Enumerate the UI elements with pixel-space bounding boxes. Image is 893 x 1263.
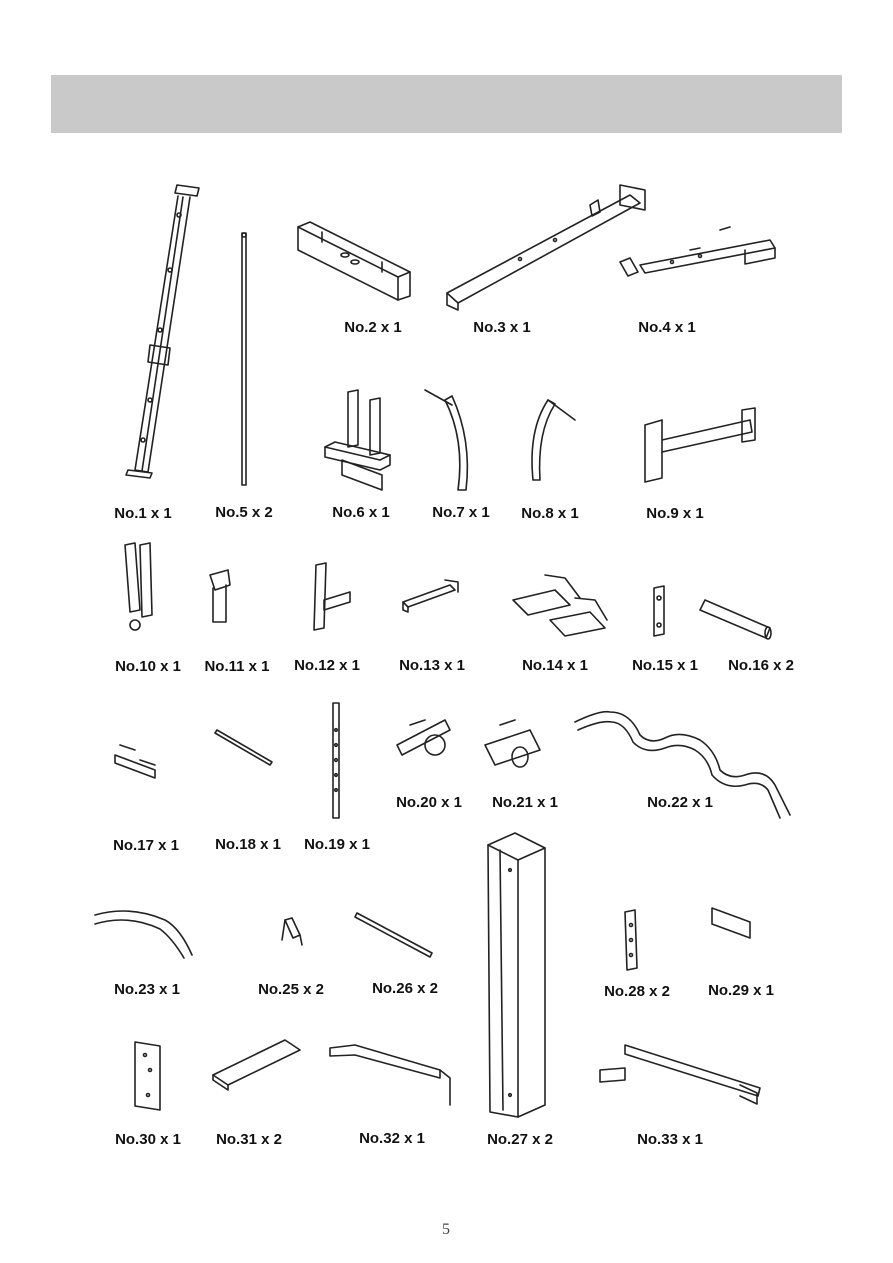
part-32-drawing [329,1044,451,1106]
part-label-33: No.33 x 1 [637,1131,703,1148]
part-11-drawing [209,569,231,623]
part-19-drawing [332,702,340,819]
part-21-drawing [484,719,541,768]
part-17-drawing [114,744,156,779]
part-12-drawing [313,562,351,631]
part-label-23: No.23 x 1 [114,981,180,998]
part-8-drawing [531,399,576,481]
part-label-25: No.25 x 2 [258,981,324,998]
part-10-drawing [124,542,153,631]
part-20-drawing [396,719,451,756]
part-6-drawing [324,389,391,491]
part-label-14: No.14 x 1 [522,657,588,674]
part-33-drawing [599,1044,761,1105]
part-label-1: No.1 x 1 [114,505,172,522]
part-16-drawing [699,599,772,640]
part-label-31: No.31 x 2 [216,1131,282,1148]
part-3-drawing [446,184,646,311]
part-label-19: No.19 x 1 [304,836,370,853]
part-label-3: No.3 x 1 [473,319,531,336]
part-label-26: No.26 x 2 [372,980,438,997]
part-14-drawing [512,574,608,637]
part-4-drawing [619,226,776,277]
part-label-15: No.15 x 1 [632,657,698,674]
part-23-drawing [94,910,193,959]
part-label-9: No.9 x 1 [646,505,704,522]
part-label-11: No.11 x 1 [204,658,270,675]
part-label-12: No.12 x 1 [294,657,360,674]
part-label-13: No.13 x 1 [399,657,465,674]
part-label-18: No.18 x 1 [215,836,281,853]
part-27-drawing [487,832,546,1118]
part-9-drawing [644,407,756,483]
part-7-drawing [424,389,469,491]
part-2-drawing [297,221,411,301]
part-label-32: No.32 x 1 [359,1130,425,1147]
part-label-20: No.20 x 1 [396,794,462,811]
part-29-drawing [711,907,751,939]
part-28-drawing [624,909,638,971]
part-label-8: No.8 x 1 [521,505,579,522]
part-31-drawing [212,1039,301,1091]
header-band [51,75,842,133]
part-label-21: No.21 x 1 [492,794,558,811]
part-label-6: No.6 x 1 [332,504,390,521]
part-label-2: No.2 x 1 [344,319,402,336]
part-label-17: No.17 x 1 [113,837,179,854]
page-number: 5 [442,1221,450,1238]
part-label-4: No.4 x 1 [638,319,696,336]
part-15-drawing [653,585,665,637]
part-13-drawing [402,579,459,613]
part-label-22: No.22 x 1 [647,794,713,811]
part-26-drawing [354,912,433,958]
part-label-16: No.16 x 2 [728,657,794,674]
part-22-drawing [574,710,791,819]
part-18-drawing [214,729,273,766]
part-label-5: No.5 x 2 [215,504,273,521]
part-label-29: No.29 x 1 [708,982,774,999]
part-25-drawing [281,917,303,946]
part-label-10: No.10 x 1 [115,658,181,675]
part-label-7: No.7 x 1 [432,504,490,521]
part-label-28: No.28 x 2 [604,983,670,1000]
part-5-drawing [241,232,247,486]
part-1-drawing [125,184,200,479]
part-label-27: No.27 x 2 [487,1131,553,1148]
part-30-drawing [134,1041,161,1111]
part-label-30: No.30 x 1 [115,1131,181,1148]
